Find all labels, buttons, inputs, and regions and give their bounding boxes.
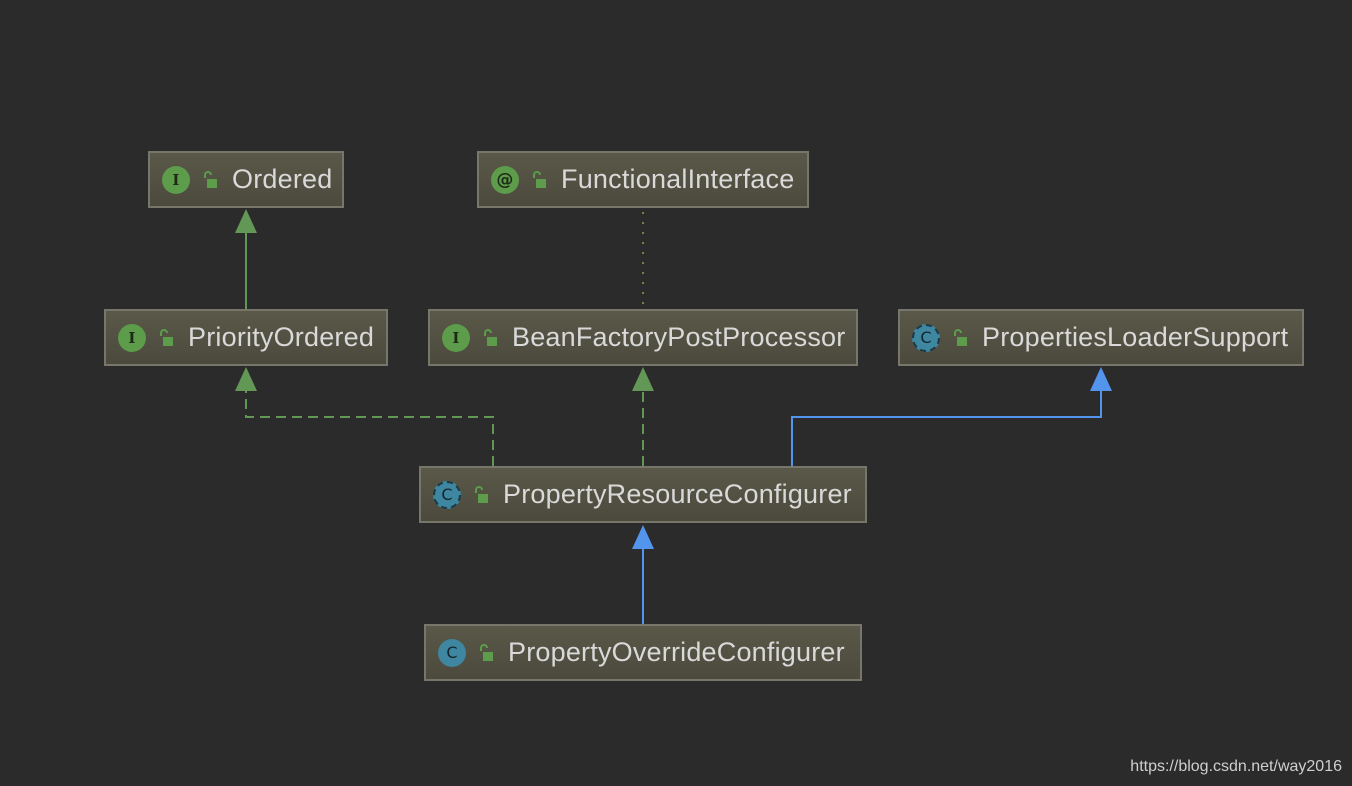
arrowhead-ordered (235, 209, 257, 233)
node-priority-ordered[interactable]: I PriorityOrdered (104, 309, 388, 366)
abstract-class-icon: C (912, 323, 940, 352)
interface-icon: I (442, 323, 470, 352)
node-property-override-configurer[interactable]: C PropertyOverrideConfigurer (424, 624, 862, 681)
node-label: PriorityOrdered (188, 322, 375, 352)
node-label: Ordered (232, 164, 333, 194)
unlocked-icon (533, 170, 546, 188)
node-bean-factory-post-processor[interactable]: I BeanFactoryPostProcessor (428, 309, 858, 366)
node-label: PropertiesLoaderSupport (982, 322, 1289, 352)
node-ordered[interactable]: I Ordered (148, 151, 344, 208)
node-label: BeanFactoryPostProcessor (512, 322, 846, 352)
arrowhead-propertiesloadersupport (1090, 367, 1112, 391)
interface-icon: I (162, 165, 190, 194)
node-label: FunctionalInterface (561, 164, 795, 194)
unlocked-icon (484, 328, 497, 346)
unlocked-icon (160, 328, 173, 346)
unlocked-icon (475, 485, 488, 503)
arrowhead-propertyresourceconfigurer (632, 525, 654, 549)
interface-icon: I (118, 323, 146, 352)
unlocked-icon (204, 170, 217, 188)
edge-implements-priorityordered (245, 389, 494, 466)
unlocked-icon (954, 328, 967, 346)
node-properties-loader-support[interactable]: C PropertiesLoaderSupport (898, 309, 1304, 366)
edge-extends-propertiesloadersupport (791, 389, 1102, 466)
unlocked-icon (480, 643, 493, 661)
class-icon: C (438, 638, 466, 667)
abstract-class-icon: C (433, 480, 461, 509)
annotation-icon: @ (491, 165, 519, 194)
node-label: PropertyResourceConfigurer (503, 479, 852, 509)
node-label: PropertyOverrideConfigurer (508, 637, 845, 667)
node-functional-interface[interactable]: @ FunctionalInterface (477, 151, 809, 208)
watermark: https://blog.csdn.net/way2016 (1130, 758, 1342, 775)
arrowhead-priorityordered (235, 367, 257, 391)
node-property-resource-configurer[interactable]: C PropertyResourceConfigurer (419, 466, 867, 523)
arrowhead-beanfactorypostprocessor (632, 367, 654, 391)
